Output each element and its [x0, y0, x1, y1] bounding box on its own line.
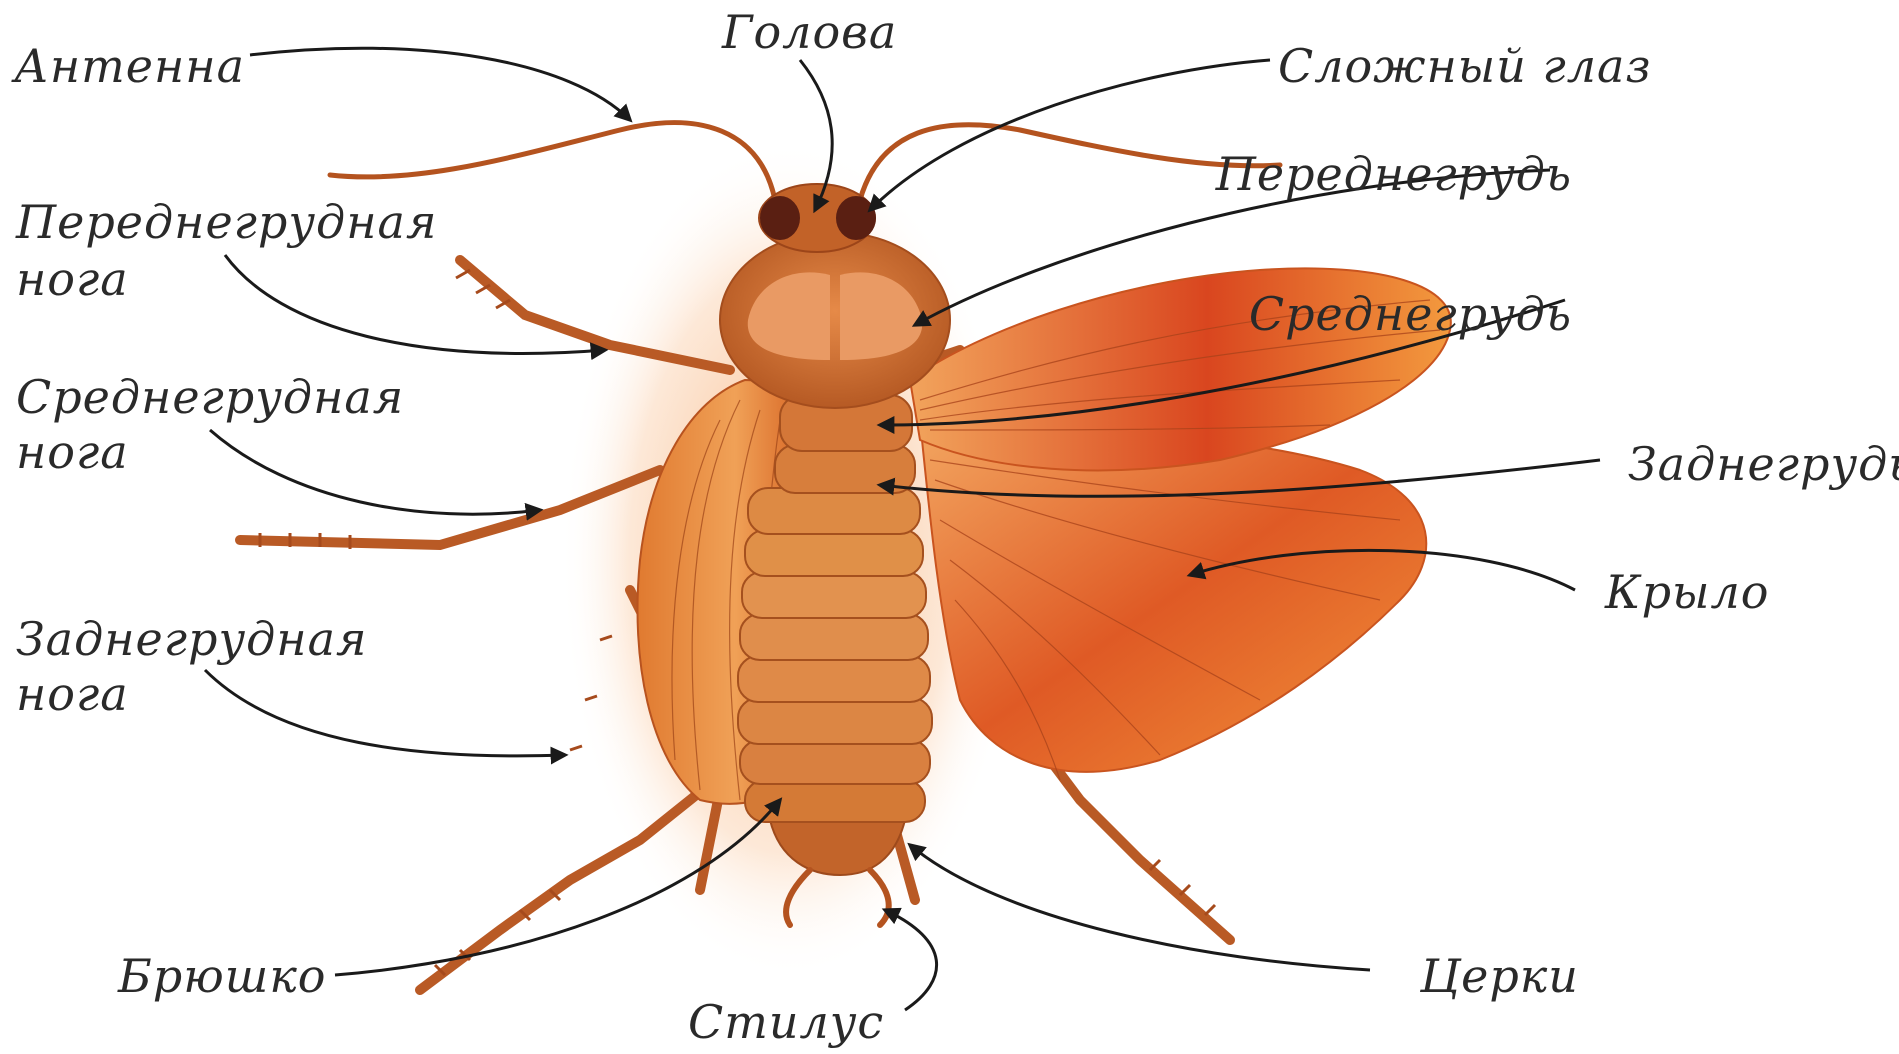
label-compound-eye: Сложный глаз — [1278, 39, 1652, 93]
label-mesothorax: Среднегрудь — [1249, 287, 1572, 341]
label-cerci: Церки — [1419, 949, 1579, 1003]
label-stylus: Стилус — [688, 995, 884, 1049]
label-midleg-line1: Среднегрудная — [16, 370, 404, 424]
label-hindleg-line1: Заднегрудная — [16, 612, 367, 666]
label-prothorax: Переднегрудь — [1215, 147, 1572, 201]
right-compound-eye — [836, 196, 876, 240]
label-antenna: Антенна — [11, 39, 245, 93]
label-metathorax: Заднегрудь — [1628, 437, 1899, 491]
label-foreleg-line1: Переднегрудная — [15, 195, 437, 249]
label-head: Голова — [721, 5, 897, 59]
thorax — [775, 395, 915, 493]
label-wing: Крыло — [1604, 565, 1770, 619]
label-midleg-line2: нога — [16, 425, 129, 479]
left-compound-eye — [760, 196, 800, 240]
label-abdomen: Брюшко — [117, 949, 327, 1003]
label-foreleg-line2: нога — [16, 252, 129, 306]
label-hindleg-line2: нога — [16, 667, 129, 721]
